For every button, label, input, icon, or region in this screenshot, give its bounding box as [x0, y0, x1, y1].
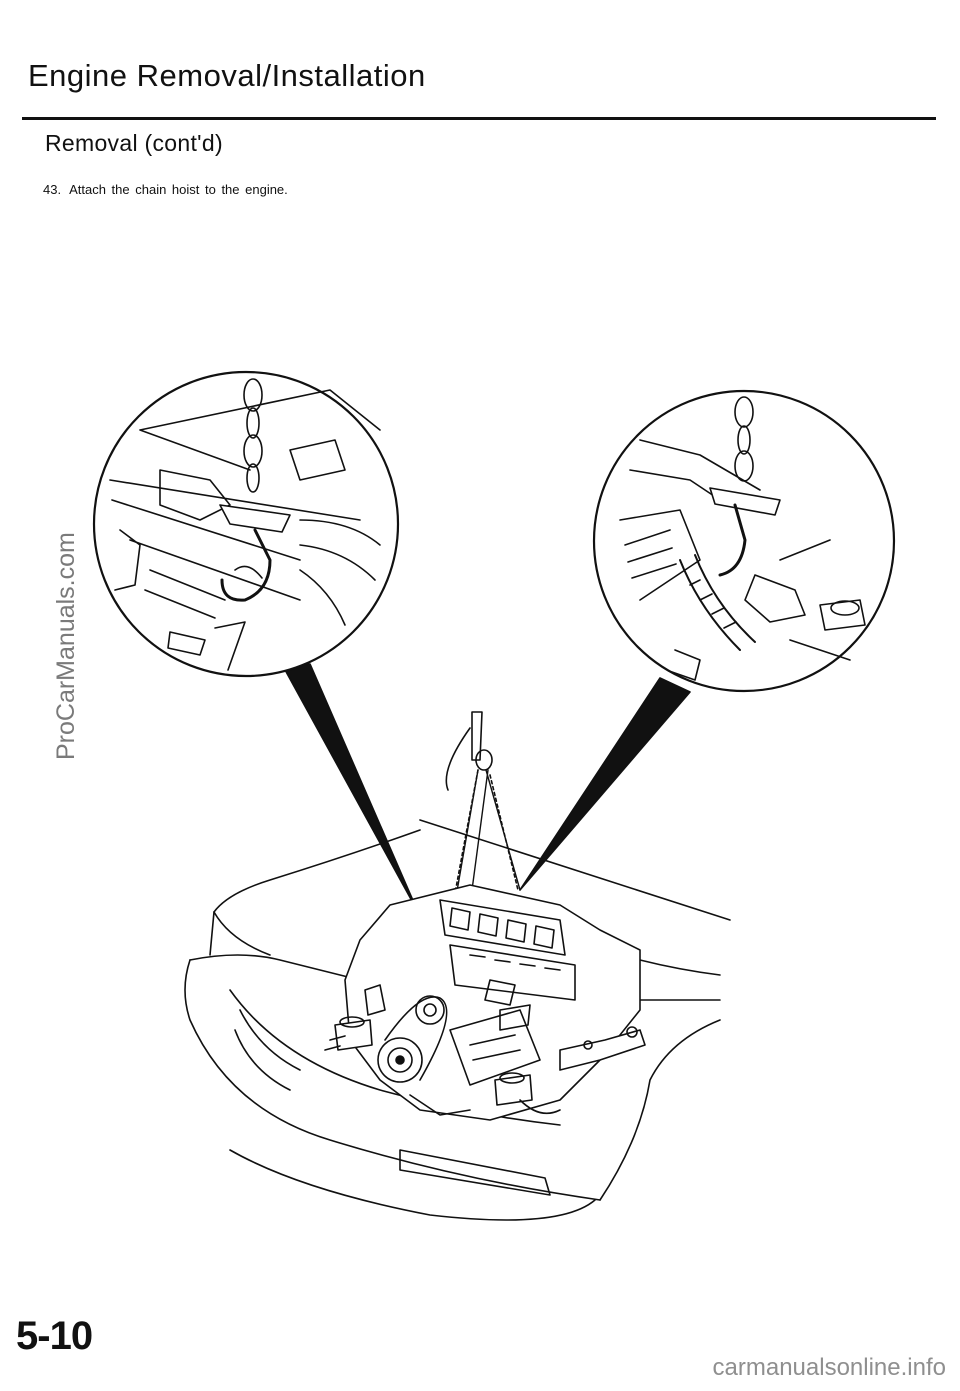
left-leader — [283, 663, 419, 913]
left-detail-view — [92, 370, 400, 678]
side-watermark: ProCarManuals.com — [52, 532, 80, 760]
right-detail-view — [592, 389, 896, 693]
step-number: 43. — [43, 182, 62, 197]
engine-hoist-illustration — [92, 370, 896, 1221]
page-title: Engine Removal/Installation — [28, 58, 426, 93]
section-title: Removal (cont'd) — [45, 130, 223, 156]
title-divider — [22, 117, 936, 120]
page-number: 5-10 — [16, 1314, 93, 1358]
engine-assembly — [324, 884, 646, 1121]
step-item: 43. Attach the chain hoist to the engine. — [43, 182, 288, 197]
bottom-watermark: carmanualsonline.info — [712, 1354, 946, 1381]
step-text: Attach the chain hoist to the engine. — [69, 182, 288, 197]
car-body — [184, 819, 731, 1221]
right-leader — [519, 677, 691, 891]
